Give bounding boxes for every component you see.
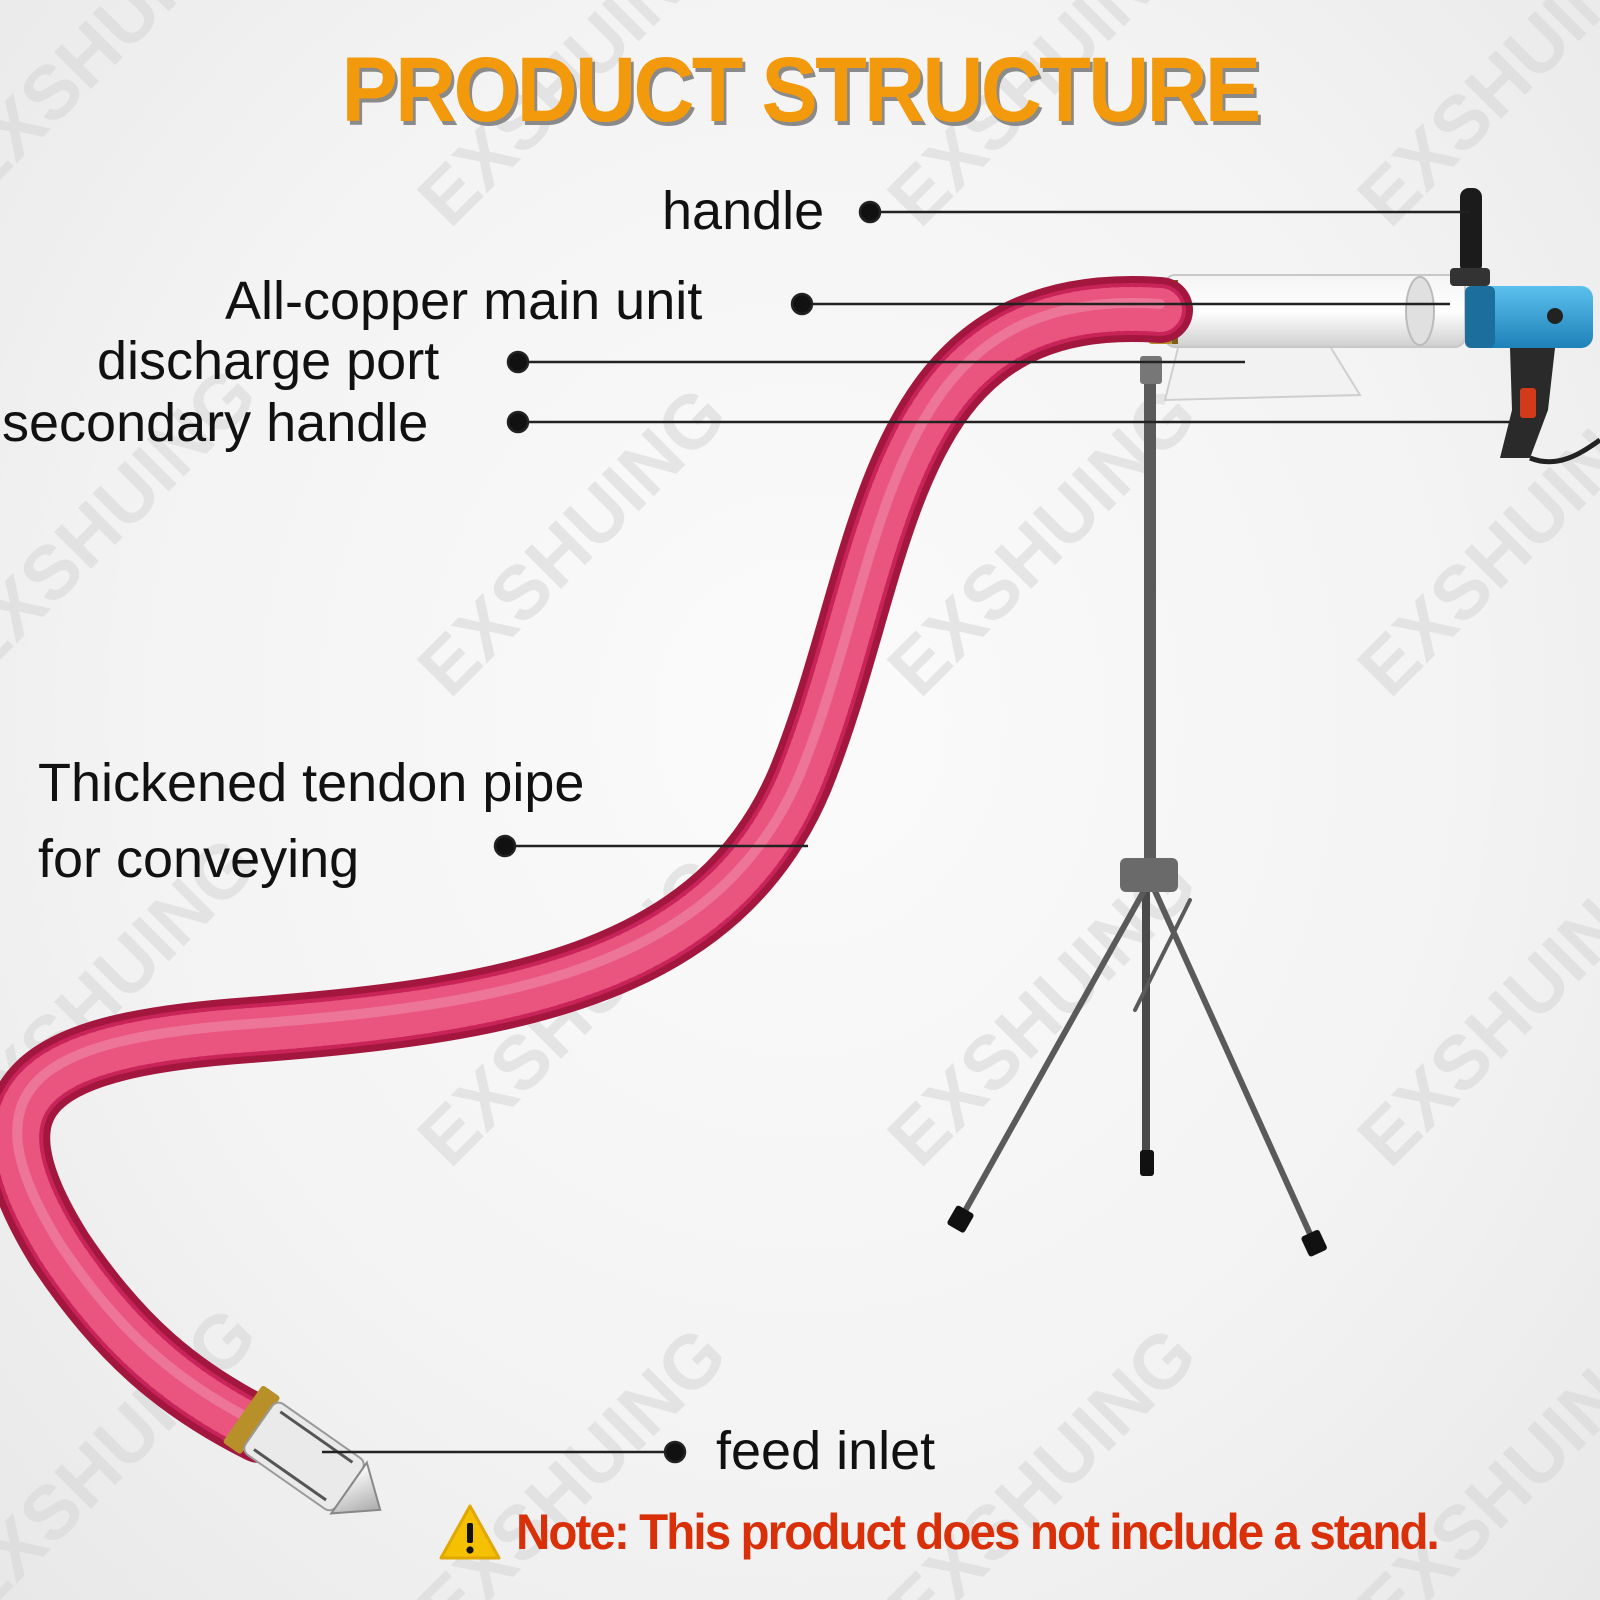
feed-inlet <box>223 1385 382 1515</box>
leader-dot <box>790 292 814 316</box>
label-secondary-handle: secondary handle <box>2 393 429 453</box>
leader-dot <box>506 350 530 374</box>
leader-dot <box>493 834 517 858</box>
warning-icon <box>439 1504 501 1560</box>
motor-drill <box>1450 188 1600 465</box>
note-banner: Note: This product does not include a st… <box>438 1500 1486 1564</box>
label-pipe-line1: Thickened tendon pipe <box>38 753 585 813</box>
label-feed-inlet: feed inlet <box>716 1421 936 1481</box>
conveying-hose <box>0 275 1193 1463</box>
leader-dot <box>858 200 882 224</box>
page-title: PRODUCT STRUCTURE <box>341 39 1261 141</box>
main-unit <box>1148 274 1466 402</box>
leader-lines <box>322 200 1510 1464</box>
label-main-unit: All-copper main unit <box>225 271 703 331</box>
label-discharge-port: discharge port <box>97 331 440 391</box>
leader-dot <box>506 410 530 434</box>
label-handle: handle <box>662 181 825 241</box>
watermark-text: EXSHUING <box>872 841 1213 1182</box>
watermark-text: EXSHUING <box>1342 841 1600 1182</box>
label-pipe-line2: for conveying <box>38 829 360 889</box>
leader-dot <box>663 1440 687 1464</box>
note-text: Note: This product does not include a st… <box>516 1504 1440 1560</box>
